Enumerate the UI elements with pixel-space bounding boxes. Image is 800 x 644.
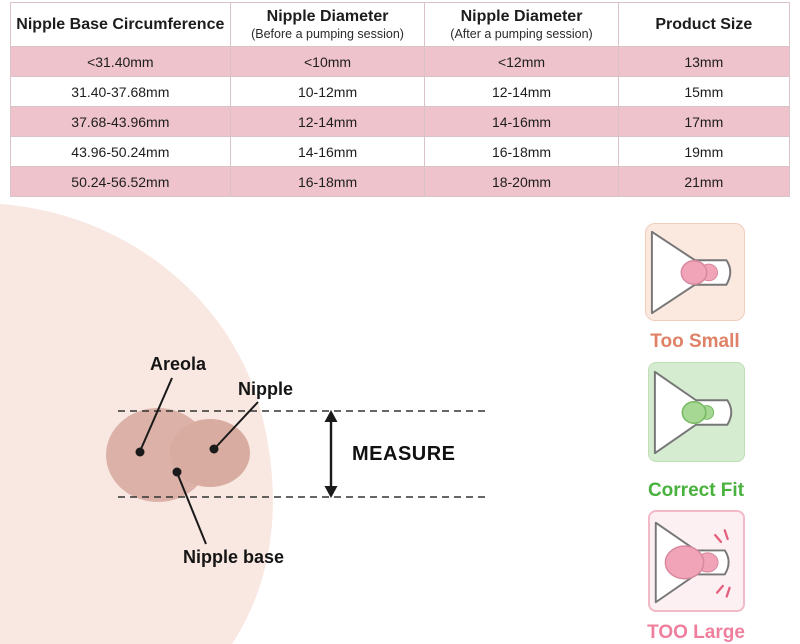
friction-spark-icon: [714, 529, 731, 598]
too-large-label: TOO Large: [647, 622, 745, 643]
nipple-base-pointer-line: [177, 474, 207, 545]
cell-product-size: 15mm: [617, 76, 791, 107]
cell-product-size: 17mm: [617, 106, 791, 137]
header-subtitle: (Before a pumping session): [251, 27, 404, 41]
nipple-dot: [209, 444, 219, 454]
header-diameter-after: Nipple Diameter (After a pumping session…: [424, 2, 619, 47]
cell-diameter-after: 18-20mm: [424, 166, 619, 197]
areola-pointer-line: [140, 377, 173, 450]
cell-diameter-after: 14-16mm: [424, 106, 619, 137]
areola-dot: [135, 447, 145, 457]
cell-diameter-after: 12-14mm: [424, 76, 619, 107]
nipple-pointer-line: [215, 401, 259, 448]
cell-diameter-before: 16-18mm: [229, 166, 426, 197]
too-small-illustration-icon: [650, 230, 732, 315]
nipple-base-dot: [172, 467, 182, 477]
table-row: 37.68-43.96mm 12-14mm 14-16mm 17mm: [10, 106, 791, 137]
cell-product-size: 21mm: [617, 166, 791, 197]
measurement-diagram-section: Areola Nipple Nipple base MEASURE Too Sm…: [0, 196, 800, 644]
too-large-illustration-icon: [654, 521, 731, 604]
cell-diameter-after: 16-18mm: [424, 136, 619, 167]
header-title: Nipple Base Circumference: [16, 15, 225, 33]
nipple-base-label: Nipple base: [183, 547, 285, 567]
cell-product-size: 19mm: [617, 136, 791, 167]
correct-fit-label: Correct Fit: [647, 480, 745, 501]
fit-card-too-small: [645, 223, 745, 321]
measure-label: MEASURE: [352, 443, 456, 465]
cell-circumference: 43.96-50.24mm: [10, 136, 231, 167]
nipple-label: Nipple: [238, 379, 294, 399]
cell-diameter-before: 10-12mm: [229, 76, 426, 107]
too-small-label: Too Small: [650, 331, 740, 352]
cell-circumference: 50.24-56.52mm: [10, 166, 231, 197]
breast-measurement-diagram: [0, 204, 490, 644]
header-subtitle: (After a pumping session): [450, 27, 593, 41]
measure-arrowhead-up: [324, 410, 338, 422]
header-diameter-before: Nipple Diameter (Before a pumping sessio…: [229, 2, 426, 47]
cell-circumference: 31.40-37.68mm: [10, 76, 231, 107]
table-row: 50.24-56.52mm 16-18mm 18-20mm 21mm: [10, 166, 791, 197]
nipple-shape: [170, 419, 250, 487]
cell-diameter-after: <12mm: [424, 46, 619, 77]
cell-diameter-before: <10mm: [229, 46, 426, 77]
cell-circumference: <31.40mm: [10, 46, 231, 77]
fit-card-correct-fit: [648, 362, 745, 462]
table-row: 31.40-37.68mm 10-12mm 12-14mm 15mm: [10, 76, 791, 107]
table-row: <31.40mm <10mm <12mm 13mm: [10, 46, 791, 77]
cell-diameter-before: 12-14mm: [229, 106, 426, 137]
fit-card-too-large: [648, 510, 745, 612]
header-product-size: Product Size: [617, 2, 791, 47]
header-title: Product Size: [655, 15, 753, 33]
cell-product-size: 13mm: [617, 46, 791, 77]
table-header-row: Nipple Base Circumference Nipple Diamete…: [10, 2, 791, 47]
measure-arrowhead-down: [324, 486, 338, 498]
table-row: 43.96-50.24mm 14-16mm 16-18mm 19mm: [10, 136, 791, 167]
areola-label: Areola: [150, 354, 207, 374]
header-base-circumference: Nipple Base Circumference: [10, 2, 231, 47]
cell-circumference: 37.68-43.96mm: [10, 106, 231, 137]
header-title: Nipple Diameter: [460, 8, 583, 25]
size-table: Nipple Base Circumference Nipple Diamete…: [10, 2, 791, 197]
cell-diameter-before: 14-16mm: [229, 136, 426, 167]
header-title: Nipple Diameter: [266, 8, 389, 25]
correct-fit-illustration-icon: [653, 370, 733, 455]
